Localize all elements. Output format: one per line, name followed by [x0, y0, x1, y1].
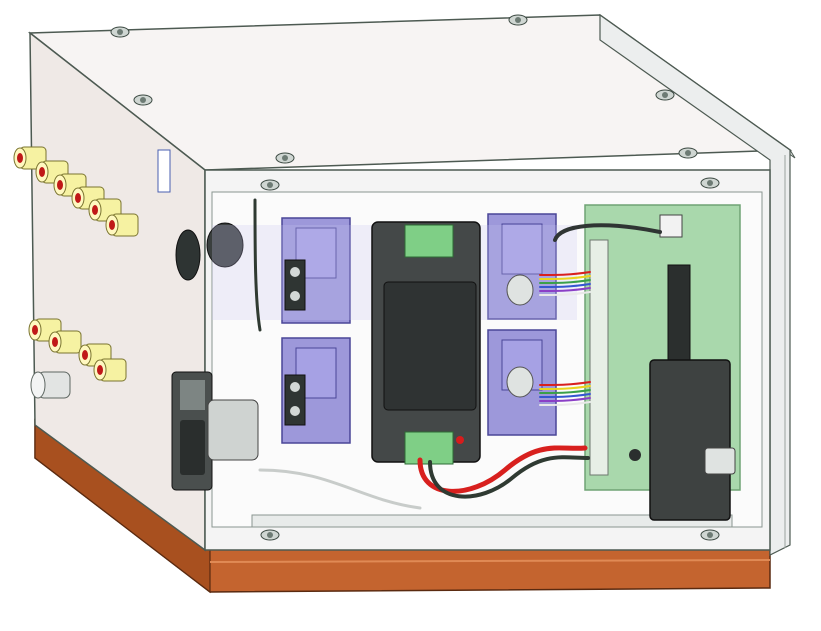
ribbon-wire	[539, 291, 591, 296]
screw-icon	[260, 529, 280, 541]
rca-pin	[97, 365, 103, 375]
screw-icon	[133, 94, 153, 106]
wire-grey	[258, 468, 422, 510]
module-connector-top	[404, 224, 454, 258]
ribbon-wire	[539, 393, 591, 398]
switch-body	[175, 229, 201, 281]
wire-red	[417, 445, 588, 494]
cable-gland	[506, 366, 534, 398]
screw-center	[685, 150, 691, 156]
ribbon-wire	[539, 283, 591, 288]
gland-body	[506, 366, 534, 398]
rocker-switch-icon	[175, 229, 201, 281]
terminal-body	[284, 374, 306, 426]
screw-icon	[110, 26, 130, 38]
screw-center	[140, 97, 146, 103]
rca-jack-icon	[28, 318, 62, 342]
transformer-coil	[501, 223, 543, 275]
wire-dark	[428, 455, 590, 499]
terminal-block	[284, 374, 306, 426]
bnc-jack-icon	[30, 371, 71, 399]
terminal-screw	[290, 406, 300, 416]
rca-pin	[52, 337, 58, 347]
pcb-button	[629, 449, 641, 461]
ribbon-wire	[539, 389, 591, 394]
screw-center	[267, 532, 273, 538]
rca-pin	[92, 205, 98, 215]
ribbon-wire	[539, 381, 591, 386]
speaker-icon	[206, 222, 244, 268]
screw-icon	[678, 147, 698, 159]
rca-pin	[57, 180, 63, 190]
rca-pin	[17, 153, 23, 163]
terminal-body	[284, 259, 306, 311]
module-indicator	[456, 436, 464, 444]
rca-pin	[32, 325, 38, 335]
terminal-block	[284, 259, 306, 311]
toggle-switch-icon	[704, 447, 736, 475]
inlet-connector	[207, 399, 259, 461]
screw-icon	[508, 14, 528, 26]
rca-pin	[109, 220, 115, 230]
rca-pin	[75, 193, 81, 203]
screw-center	[267, 182, 273, 188]
right-side-frame	[599, 13, 791, 556]
ribbon-wire	[539, 401, 591, 406]
screw-icon	[275, 152, 295, 164]
module-connector-bottom	[404, 431, 454, 465]
bnc-face	[30, 371, 46, 399]
pcb-module-case	[649, 359, 731, 521]
screw-icon	[260, 179, 280, 191]
control-board	[584, 204, 741, 521]
screw-icon	[700, 529, 720, 541]
screw-center	[707, 180, 713, 186]
ribbon-wire	[539, 287, 591, 292]
rca-jack-icon	[48, 330, 82, 354]
screw-center	[515, 17, 521, 23]
ribbon-wire	[539, 279, 591, 284]
power-supply-module	[371, 221, 481, 465]
rca-pin	[39, 167, 45, 177]
screw-center	[662, 92, 668, 98]
ribbon-wire	[539, 275, 591, 280]
label-sticker	[157, 149, 171, 193]
screw-icon	[655, 89, 675, 101]
screw-center	[117, 29, 123, 35]
pcb-sensor	[659, 214, 683, 238]
ribbon-wire	[539, 385, 591, 390]
wire-dark	[253, 198, 262, 332]
pcb-header	[589, 239, 609, 476]
rca-pin	[82, 350, 88, 360]
wire-dark	[553, 223, 662, 242]
module-core	[383, 281, 477, 411]
power-inlet-icon	[171, 371, 213, 491]
terminal-screw	[290, 267, 300, 277]
gland-body	[506, 274, 534, 306]
cable-gland	[506, 274, 534, 306]
speaker-body	[206, 222, 244, 268]
inlet-fuse	[180, 380, 205, 410]
left-side-panel	[29, 31, 206, 552]
ribbon-wire	[539, 271, 591, 276]
inlet-socket	[180, 420, 205, 475]
screw-center	[707, 532, 713, 538]
screw-icon	[700, 177, 720, 189]
ribbon-wire	[539, 397, 591, 402]
rca-jack-icon	[105, 213, 139, 237]
terminal-screw	[290, 382, 300, 392]
terminal-screw	[290, 291, 300, 301]
rca-jack-icon	[93, 358, 127, 382]
screw-center	[282, 155, 288, 161]
